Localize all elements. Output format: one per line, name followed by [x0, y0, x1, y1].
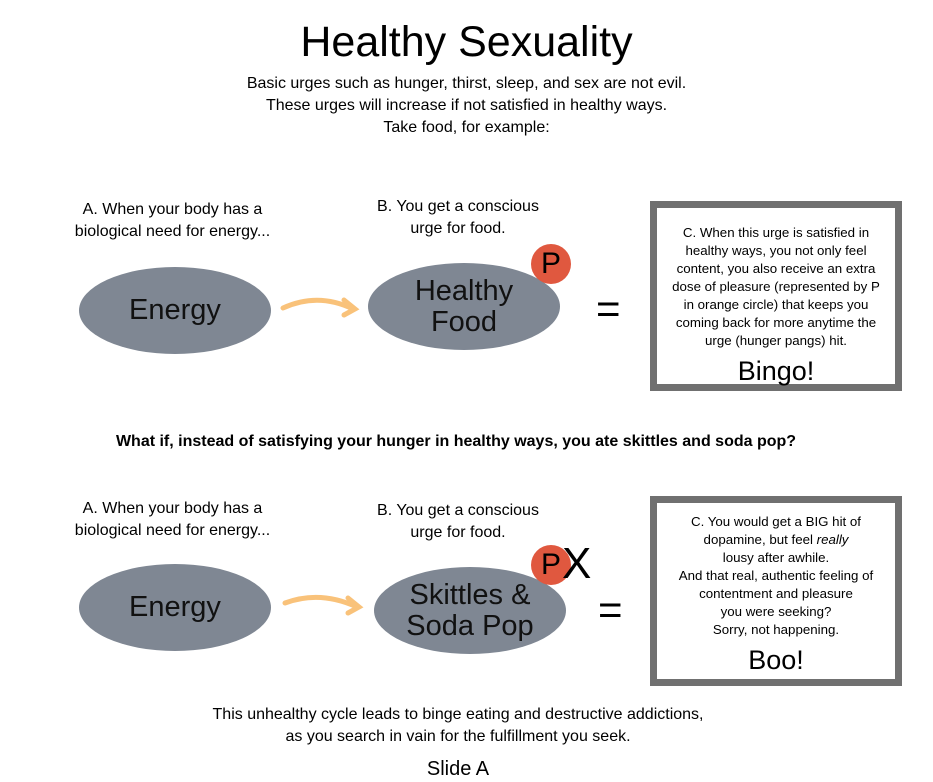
caption-line: biological need for energy...: [74, 223, 271, 240]
text-line: C. You would get a BIG hit of: [690, 514, 861, 529]
pleasure-circle: P: [531, 545, 571, 585]
energy-ellipse: Energy: [79, 267, 271, 354]
footer-text: This unhealthy cycle leads to binge eati…: [0, 704, 916, 748]
caption-a-2: A. When your body has a biological need f…: [55, 498, 290, 542]
arrow-icon: [280, 297, 360, 318]
text-line: C. When this urge is satisfied in: [682, 225, 870, 240]
text-line: in orange circle) that keeps you: [683, 297, 869, 312]
ellipse-line: Skittles &: [409, 578, 531, 611]
footer-line: This unhealthy cycle leads to binge eati…: [212, 706, 704, 723]
intro-line: Basic urges such as hunger, thirst, slee…: [246, 75, 687, 92]
text-line: lousy after awhile.: [722, 550, 830, 565]
caption-line: A. When your body has a: [82, 201, 263, 218]
pleasure-letter: P: [540, 548, 561, 581]
text-line: dopamine, but feel really: [667, 531, 885, 549]
question: What if, instead of satisfying your hung…: [115, 433, 797, 450]
equals-sign: =: [596, 285, 621, 332]
skittles-ellipse: Skittles &Soda Pop: [374, 567, 566, 654]
cross-icon: X: [562, 539, 592, 588]
text-line: dose of pleasure (represented by P: [672, 279, 880, 294]
text-line: coming back for more anytime the: [675, 315, 877, 330]
footer-line: as you search in vain for the fulfillmen…: [285, 728, 631, 745]
emphasis: really: [816, 532, 849, 547]
text-line: And that real, authentic feeling of: [678, 568, 874, 583]
caption-line: A. When your body has a: [82, 500, 263, 517]
text-part: dopamine, but feel: [703, 532, 817, 547]
text-line: contentment and pleasure: [699, 586, 853, 601]
pleasure-letter: P: [540, 247, 561, 280]
text-line: urge (hunger pangs) hit.: [705, 333, 847, 348]
arrow-icon: [282, 594, 364, 616]
caption-b-1: B. You get a conscious urge for food.: [343, 196, 573, 240]
caption-b-2: B. You get a conscious urge for food.: [343, 500, 573, 544]
caption-a-1: A. When your body has a biological need f…: [55, 199, 290, 243]
page-title: Healthy Sexuality: [300, 18, 633, 66]
energy-ellipse: Energy: [79, 564, 271, 651]
result-box-healthy: C. When this urge is satisfied in healthy…: [650, 201, 902, 391]
slide-label: Slide A: [426, 758, 490, 780]
result-text: C. You would get a BIG hit of dopamine, …: [657, 513, 895, 639]
text-line: you were seeking?: [720, 604, 832, 619]
caption-line: B. You get a conscious: [377, 502, 539, 519]
ellipse-line: Food: [430, 305, 498, 338]
verdict: Bingo!: [737, 356, 815, 386]
ellipse-line: Soda Pop: [406, 609, 534, 642]
caption-line: urge for food.: [410, 220, 506, 237]
pleasure-circle: P: [531, 244, 571, 284]
caption-line: B. You get a conscious: [377, 198, 539, 215]
text-line: content, you also receive an extra: [676, 261, 876, 276]
ellipse-line: Healthy: [414, 274, 514, 307]
result-box-unhealthy: C. You would get a BIG hit of dopamine, …: [650, 496, 902, 686]
equals-sign: =: [598, 586, 623, 633]
intro-text: Basic urges such as hunger, thirst, slee…: [0, 73, 933, 139]
caption-line: urge for food.: [410, 524, 506, 541]
intro-line: These urges will increase if not satisfi…: [265, 97, 668, 114]
verdict: Boo!: [748, 645, 804, 675]
result-text: C. When this urge is satisfied in healthy…: [657, 224, 895, 350]
caption-line: biological need for energy...: [74, 522, 271, 539]
text-line: Sorry, not happening.: [712, 622, 840, 637]
text-line: healthy ways, you not only feel: [685, 243, 867, 258]
intro-line: Take food, for example:: [383, 119, 550, 136]
